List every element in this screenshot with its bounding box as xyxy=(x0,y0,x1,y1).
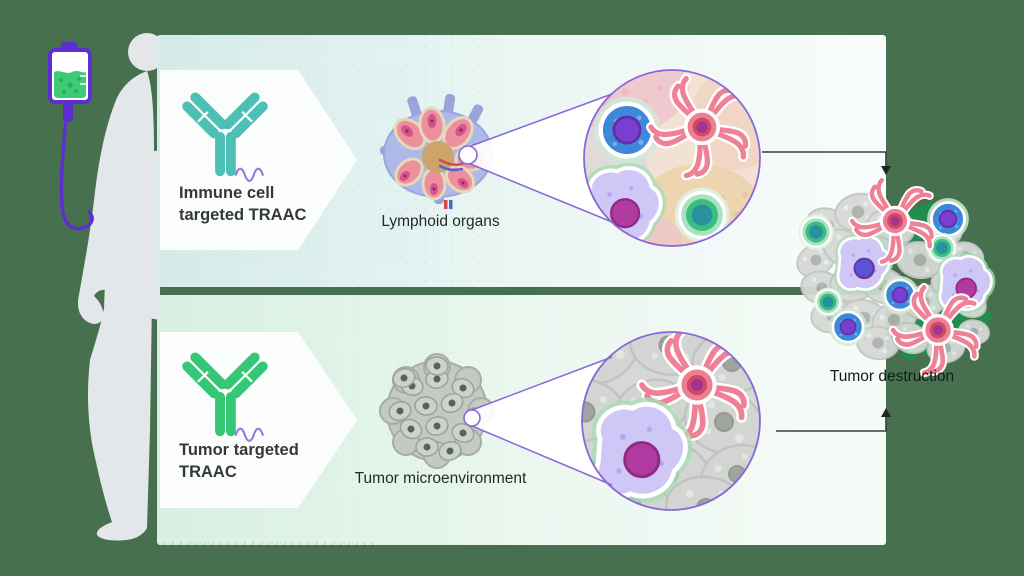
t-cell-icon xyxy=(827,306,869,348)
magnified-view-tumor xyxy=(582,332,760,510)
arrow-up-icon xyxy=(776,408,891,432)
macrophage-icon xyxy=(596,404,685,496)
mrna-strand-icon xyxy=(234,427,264,442)
antibody-teal-icon xyxy=(182,92,268,182)
iv-bag-icon xyxy=(48,42,92,104)
iv-tube-icon xyxy=(59,98,94,231)
antibody-green-icon xyxy=(182,352,268,442)
tumor-spheroid-icon xyxy=(379,353,495,469)
magnifier-bottom xyxy=(463,331,761,511)
patient-silhouette xyxy=(78,33,166,541)
arrow-down-icon xyxy=(762,151,891,175)
nk-cell-icon xyxy=(797,213,835,251)
mrna-strand-icon xyxy=(234,167,264,182)
tumor-destruction-cluster xyxy=(790,180,991,374)
